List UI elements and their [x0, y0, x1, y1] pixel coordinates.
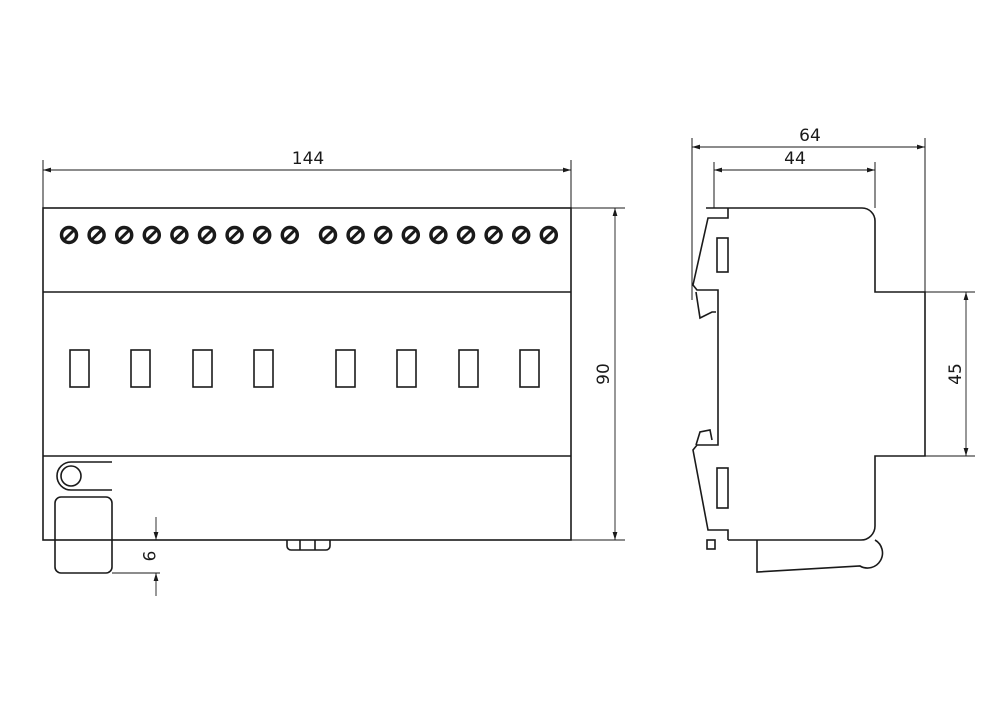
front-view: 144 90 9: [42, 149, 625, 596]
terminal-screw-icon: [87, 225, 106, 245]
led-window: [335, 349, 356, 388]
side-housing-outline: [728, 207, 926, 541]
housing-outline: [42, 207, 572, 541]
led-window: [519, 349, 540, 388]
din-clip-outline: [692, 208, 729, 540]
terminal-screw-icon: [373, 225, 393, 245]
led-window: [458, 349, 479, 388]
terminal-screw-icon: [252, 225, 272, 245]
terminal-screw-icon: [484, 225, 503, 245]
terminal-screw-icon: [114, 225, 134, 245]
terminal-screw-icon: [456, 225, 476, 245]
release-eye: [60, 465, 82, 487]
terminal-screw-icon: [318, 225, 338, 245]
slot-upper: [716, 237, 729, 273]
terminal-screw-icon: [401, 225, 421, 245]
led-windows: [69, 349, 540, 388]
slot-lower: [716, 467, 729, 509]
terminal-screw-icon: [429, 225, 448, 245]
upper-clip: [695, 207, 728, 320]
terminal-screw-icon: [511, 225, 531, 245]
release-hook: [56, 461, 112, 491]
clip-foot: [706, 539, 716, 550]
depth-dimension: 64: [799, 126, 821, 146]
terminal-screw-icon: [170, 225, 189, 245]
terminal-screw-icon: [225, 225, 244, 245]
led-window: [253, 349, 274, 388]
terminal-screw-icon: [59, 225, 79, 245]
tab-dimension: 9: [138, 551, 158, 562]
led-window: [69, 349, 90, 388]
terminal-screw-icon: [142, 225, 162, 245]
led-window: [130, 349, 151, 388]
bottom-foot: [286, 540, 331, 551]
side-view: 64 44 45: [691, 126, 975, 573]
lower-clip: [695, 429, 713, 446]
terminal-screw-icon: [280, 225, 300, 245]
height-dimension: 90: [594, 363, 614, 385]
terminal-screw-icon: [346, 225, 365, 245]
terminal-screws: [59, 225, 559, 245]
terminal-screw-icon: [197, 225, 217, 245]
front-height-dimension: 45: [946, 363, 966, 385]
terminal-screw-icon: [539, 225, 559, 245]
front-tab-side: [756, 539, 884, 573]
din-release-tab: [54, 496, 113, 574]
led-window: [396, 349, 417, 388]
body-depth-dimension: 44: [784, 149, 806, 169]
width-dimension: 144: [292, 149, 324, 169]
led-window: [192, 349, 213, 388]
